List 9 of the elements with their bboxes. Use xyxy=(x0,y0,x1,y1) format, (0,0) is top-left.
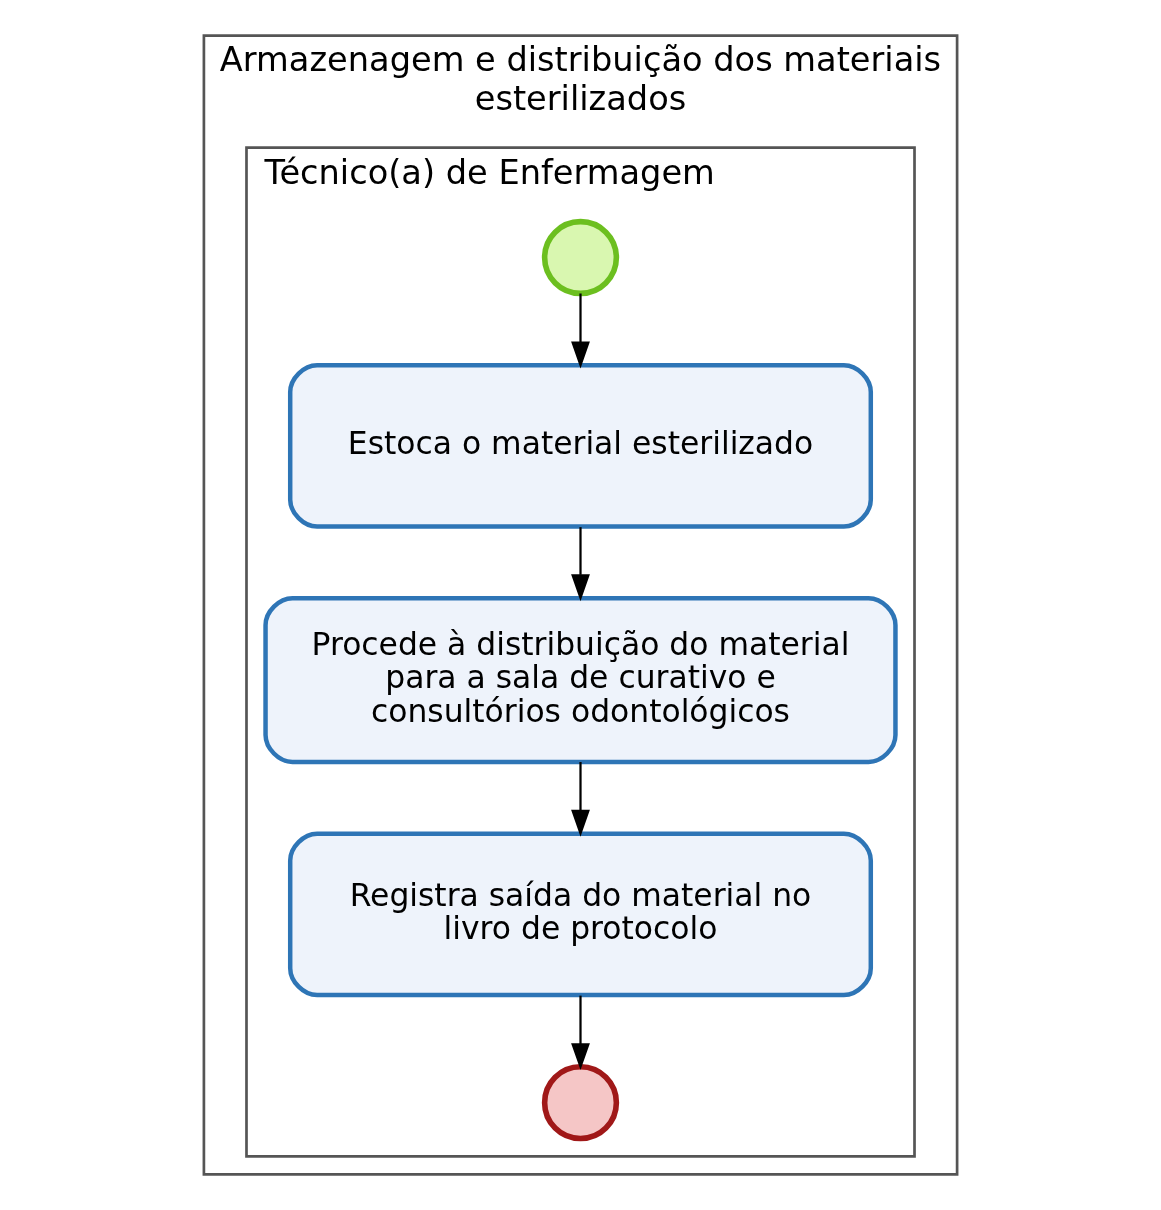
arrow xyxy=(571,527,590,602)
node-box: Registra saída do material no livro de protocolo xyxy=(287,831,874,998)
node-box: Estoca o material esterilizado xyxy=(287,362,874,529)
node-circle xyxy=(541,1064,620,1142)
arrow xyxy=(571,762,590,837)
arrow xyxy=(571,995,590,1071)
node-box: Procede à distribuição do material para a sala de curativo e consultórios odontológicos xyxy=(263,596,898,765)
arrow xyxy=(571,293,590,369)
node-circle xyxy=(541,218,620,297)
